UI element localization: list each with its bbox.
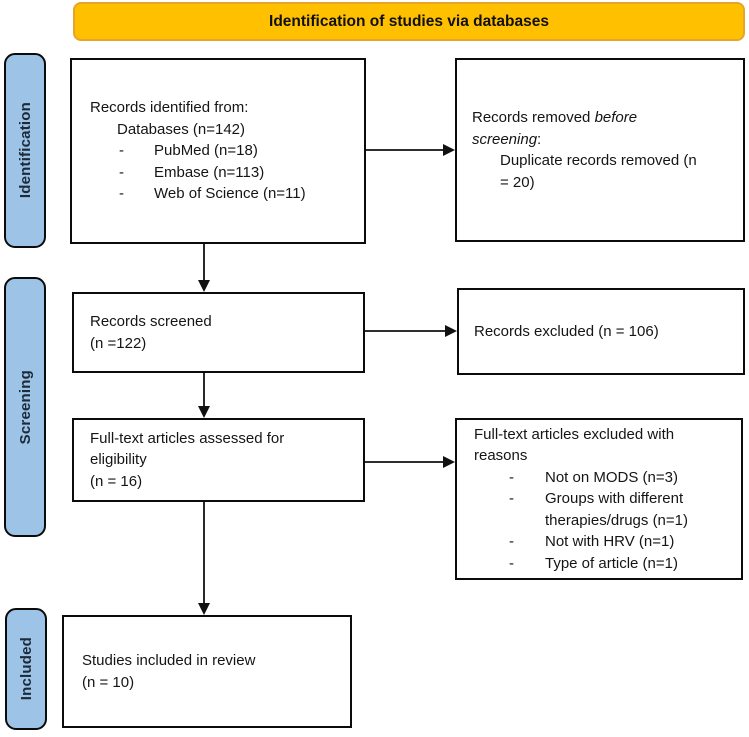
records-removed-regular: Records removed — [472, 109, 595, 126]
dash-bullet: - — [119, 142, 124, 160]
reason-groups-line2: therapies/drugs (n=1) — [545, 511, 688, 529]
box-records-identified: Records identified from: Databases (n=14… — [70, 58, 366, 244]
records-removed-colon: : — [537, 130, 542, 148]
box-records-excluded: Records excluded (n = 106) — [457, 288, 745, 375]
records-removed-title-line1: Records removed before — [472, 107, 737, 129]
box-records-screened: Records screened (n =122) — [72, 292, 365, 373]
stage-label-screening-text: Screening — [16, 369, 34, 445]
arrow-identified-to-screened — [198, 244, 210, 292]
arrow-assessed-to-excluded — [365, 456, 455, 468]
reason-not-with-hrv: Not with HRV (n=1) — [545, 533, 675, 551]
arrow-assessed-to-included — [198, 502, 210, 615]
fulltext-assessed-line1: Full-text articles assessed for — [90, 429, 285, 447]
records-excluded-text: Records excluded (n = 106) — [474, 322, 659, 340]
fulltext-assessed-line2: eligibility — [90, 451, 147, 469]
stage-label-screening: Screening — [4, 277, 46, 537]
records-removed-italic2: screening — [472, 130, 538, 148]
fulltext-excluded-line2: reasons — [474, 447, 528, 465]
duplicate-records-line2: = 20) — [500, 173, 535, 191]
records-removed-title-line2: screening: — [472, 129, 737, 151]
box-fulltext-excluded: Full-text articles excluded with reasons… — [455, 418, 743, 580]
list-item: - Not with HRV (n=1) — [509, 531, 737, 553]
arrow-identified-to-removed — [366, 144, 455, 156]
reason-not-on-mods: Not on MODS (n=3) — [545, 468, 678, 486]
box-fulltext-assessed: Full-text articles assessed for eligibil… — [72, 418, 365, 502]
records-screened-count: (n =122) — [90, 334, 147, 352]
fulltext-assessed-count: (n = 16) — [90, 472, 143, 490]
dash-bullet: - — [509, 533, 514, 551]
diagram-title: Identification of studies via databases — [269, 12, 549, 30]
stage-label-included: Included — [5, 608, 47, 730]
list-item: - Not on MODS (n=3) — [509, 467, 737, 489]
stage-label-identification-text: Identification — [16, 102, 34, 199]
dash-bullet: - — [509, 468, 514, 486]
stage-label-included-text: Included — [17, 637, 35, 701]
database-pubmed: PubMed (n=18) — [154, 142, 258, 160]
records-identified-databases: Databases (n=142) — [117, 120, 245, 138]
database-web-of-science: Web of Science (n=11) — [154, 185, 306, 203]
duplicate-records-line1: Duplicate records removed (n — [500, 152, 697, 169]
arrow-screened-to-excluded — [365, 325, 457, 337]
duplicate-records-removed: Duplicate records removed (n = 20) — [500, 150, 737, 193]
box-records-removed: Records removed before screening: Duplic… — [455, 58, 745, 242]
reason-groups-different: Groups with different therapies/drugs (n… — [545, 488, 737, 531]
records-screened-line1: Records screened — [90, 313, 212, 330]
dash-bullet: - — [509, 490, 514, 508]
dash-bullet: - — [509, 554, 514, 572]
list-item: - Type of article (n=1) — [509, 553, 737, 575]
arrow-screened-to-assessed — [198, 373, 210, 418]
box-studies-included: Studies included in review (n = 10) — [62, 615, 352, 728]
records-removed-italic: before — [594, 109, 638, 126]
fulltext-excluded-line1: Full-text articles excluded with — [474, 425, 675, 443]
list-item: - Groups with different therapies/drugs … — [509, 488, 737, 531]
database-embase: Embase (n=113) — [154, 163, 265, 181]
studies-included-line1: Studies included in review — [82, 652, 256, 669]
records-identified-title: Records identified from: — [90, 99, 249, 117]
list-item: - Web of Science (n=11) — [119, 183, 358, 205]
diagram-title-banner: Identification of studies via databases — [73, 2, 745, 41]
dash-bullet: - — [119, 185, 124, 203]
reason-type-of-article: Type of article (n=1) — [545, 554, 678, 572]
dash-bullet: - — [119, 163, 124, 181]
stage-label-identification: Identification — [4, 53, 46, 248]
reason-groups-line1: Groups with different — [545, 490, 684, 508]
list-item: - PubMed (n=18) — [119, 140, 358, 162]
list-item: - Embase (n=113) — [119, 162, 358, 184]
studies-included-count: (n = 10) — [82, 673, 135, 691]
